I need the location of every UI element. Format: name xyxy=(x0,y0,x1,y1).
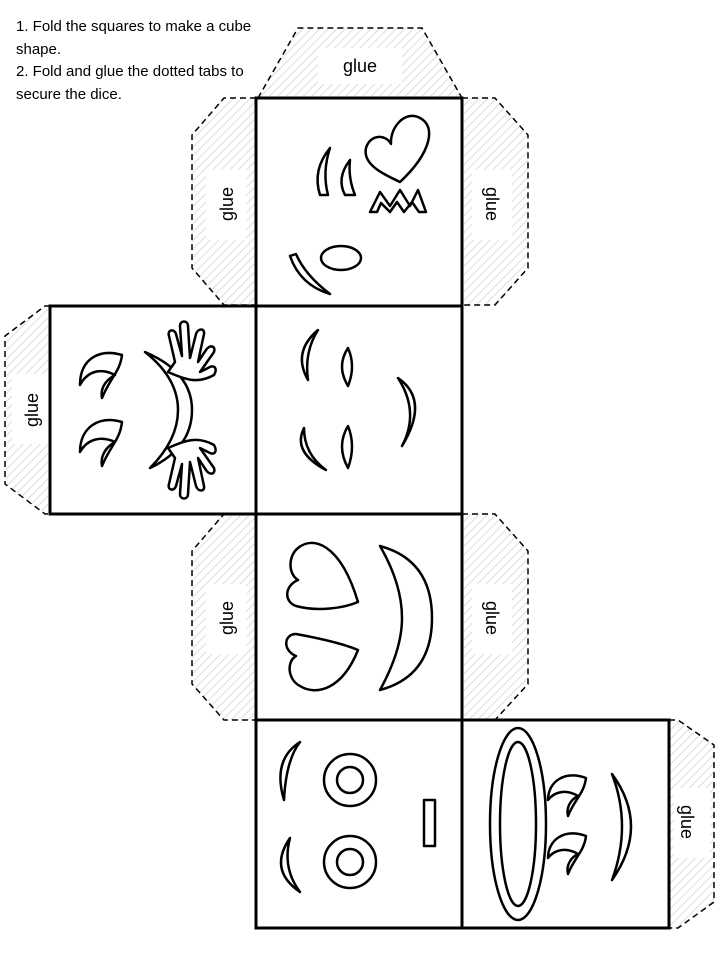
instructions: 1. Fold the squares to make a cube shape… xyxy=(16,16,256,106)
glue-tab-face3-left[interactable]: glue xyxy=(191,513,257,721)
nose-oval-icon xyxy=(319,244,363,272)
smile-curve-icon xyxy=(288,252,332,296)
zigzag-icon xyxy=(368,188,428,214)
glue-tab-face3-right[interactable]: glue xyxy=(461,513,529,721)
glue-tab-face5-right[interactable]: glue xyxy=(668,719,715,929)
face-1 xyxy=(254,96,464,308)
glue-label-face2-left: glue xyxy=(22,393,42,427)
face-2 xyxy=(48,304,258,516)
face-3-art xyxy=(285,541,434,692)
heart-top-icon xyxy=(286,541,360,611)
glue-tab-face1-left[interactable]: glue xyxy=(191,97,257,306)
eyebrow-top-icon xyxy=(279,740,302,802)
face-center-art xyxy=(299,328,417,472)
heart-bottom-icon xyxy=(285,632,360,692)
face-center xyxy=(254,304,464,516)
eyebrow-top-left-icon xyxy=(300,328,320,382)
eyebrow-bottom-icon xyxy=(279,836,302,894)
face-1-art xyxy=(288,114,431,296)
glue-label-top: glue xyxy=(343,56,377,76)
instruction-step-1: 1. Fold the squares to make a cube shape… xyxy=(16,18,252,58)
instruction-step-2: 2. Fold and glue the dotted tabs to secu… xyxy=(16,63,244,103)
glue-label-face1-right: glue xyxy=(482,187,502,221)
face-5-art xyxy=(488,726,633,922)
eye-top-icon xyxy=(78,351,124,400)
hand-top-icon xyxy=(166,320,217,382)
eye-bottom-icon xyxy=(546,832,588,876)
eye-bottom-icon xyxy=(340,424,354,470)
eyebrow-bottom-left-icon xyxy=(299,426,328,472)
mouth-icon xyxy=(396,376,417,448)
eyebrow-right-icon xyxy=(340,158,357,197)
smile-icon xyxy=(610,772,633,882)
eye-top-icon xyxy=(340,346,354,388)
grin-icon xyxy=(143,350,194,470)
big-smile-icon xyxy=(378,544,434,692)
glue-tab-face1-right[interactable]: glue xyxy=(461,97,529,306)
glue-label-face5-right: glue xyxy=(677,805,697,839)
glue-label-face3-left: glue xyxy=(217,601,237,635)
face-4-art xyxy=(279,740,437,894)
eye-top-icon xyxy=(546,774,588,818)
glue-tab-face2-left[interactable]: glue xyxy=(4,305,51,515)
glue-label-face1-left: glue xyxy=(217,187,237,221)
eye-bottom-icon xyxy=(78,418,124,468)
mouth-dash-icon xyxy=(422,798,437,848)
eyebrow-left-icon xyxy=(316,146,332,197)
glue-label-face3-right: glue xyxy=(482,601,502,635)
face-2-art xyxy=(78,320,217,500)
heart-icon xyxy=(364,114,431,184)
glue-tab-top[interactable]: glue xyxy=(256,27,464,99)
inner-oval-icon xyxy=(498,740,538,908)
hand-bottom-icon xyxy=(166,438,217,500)
